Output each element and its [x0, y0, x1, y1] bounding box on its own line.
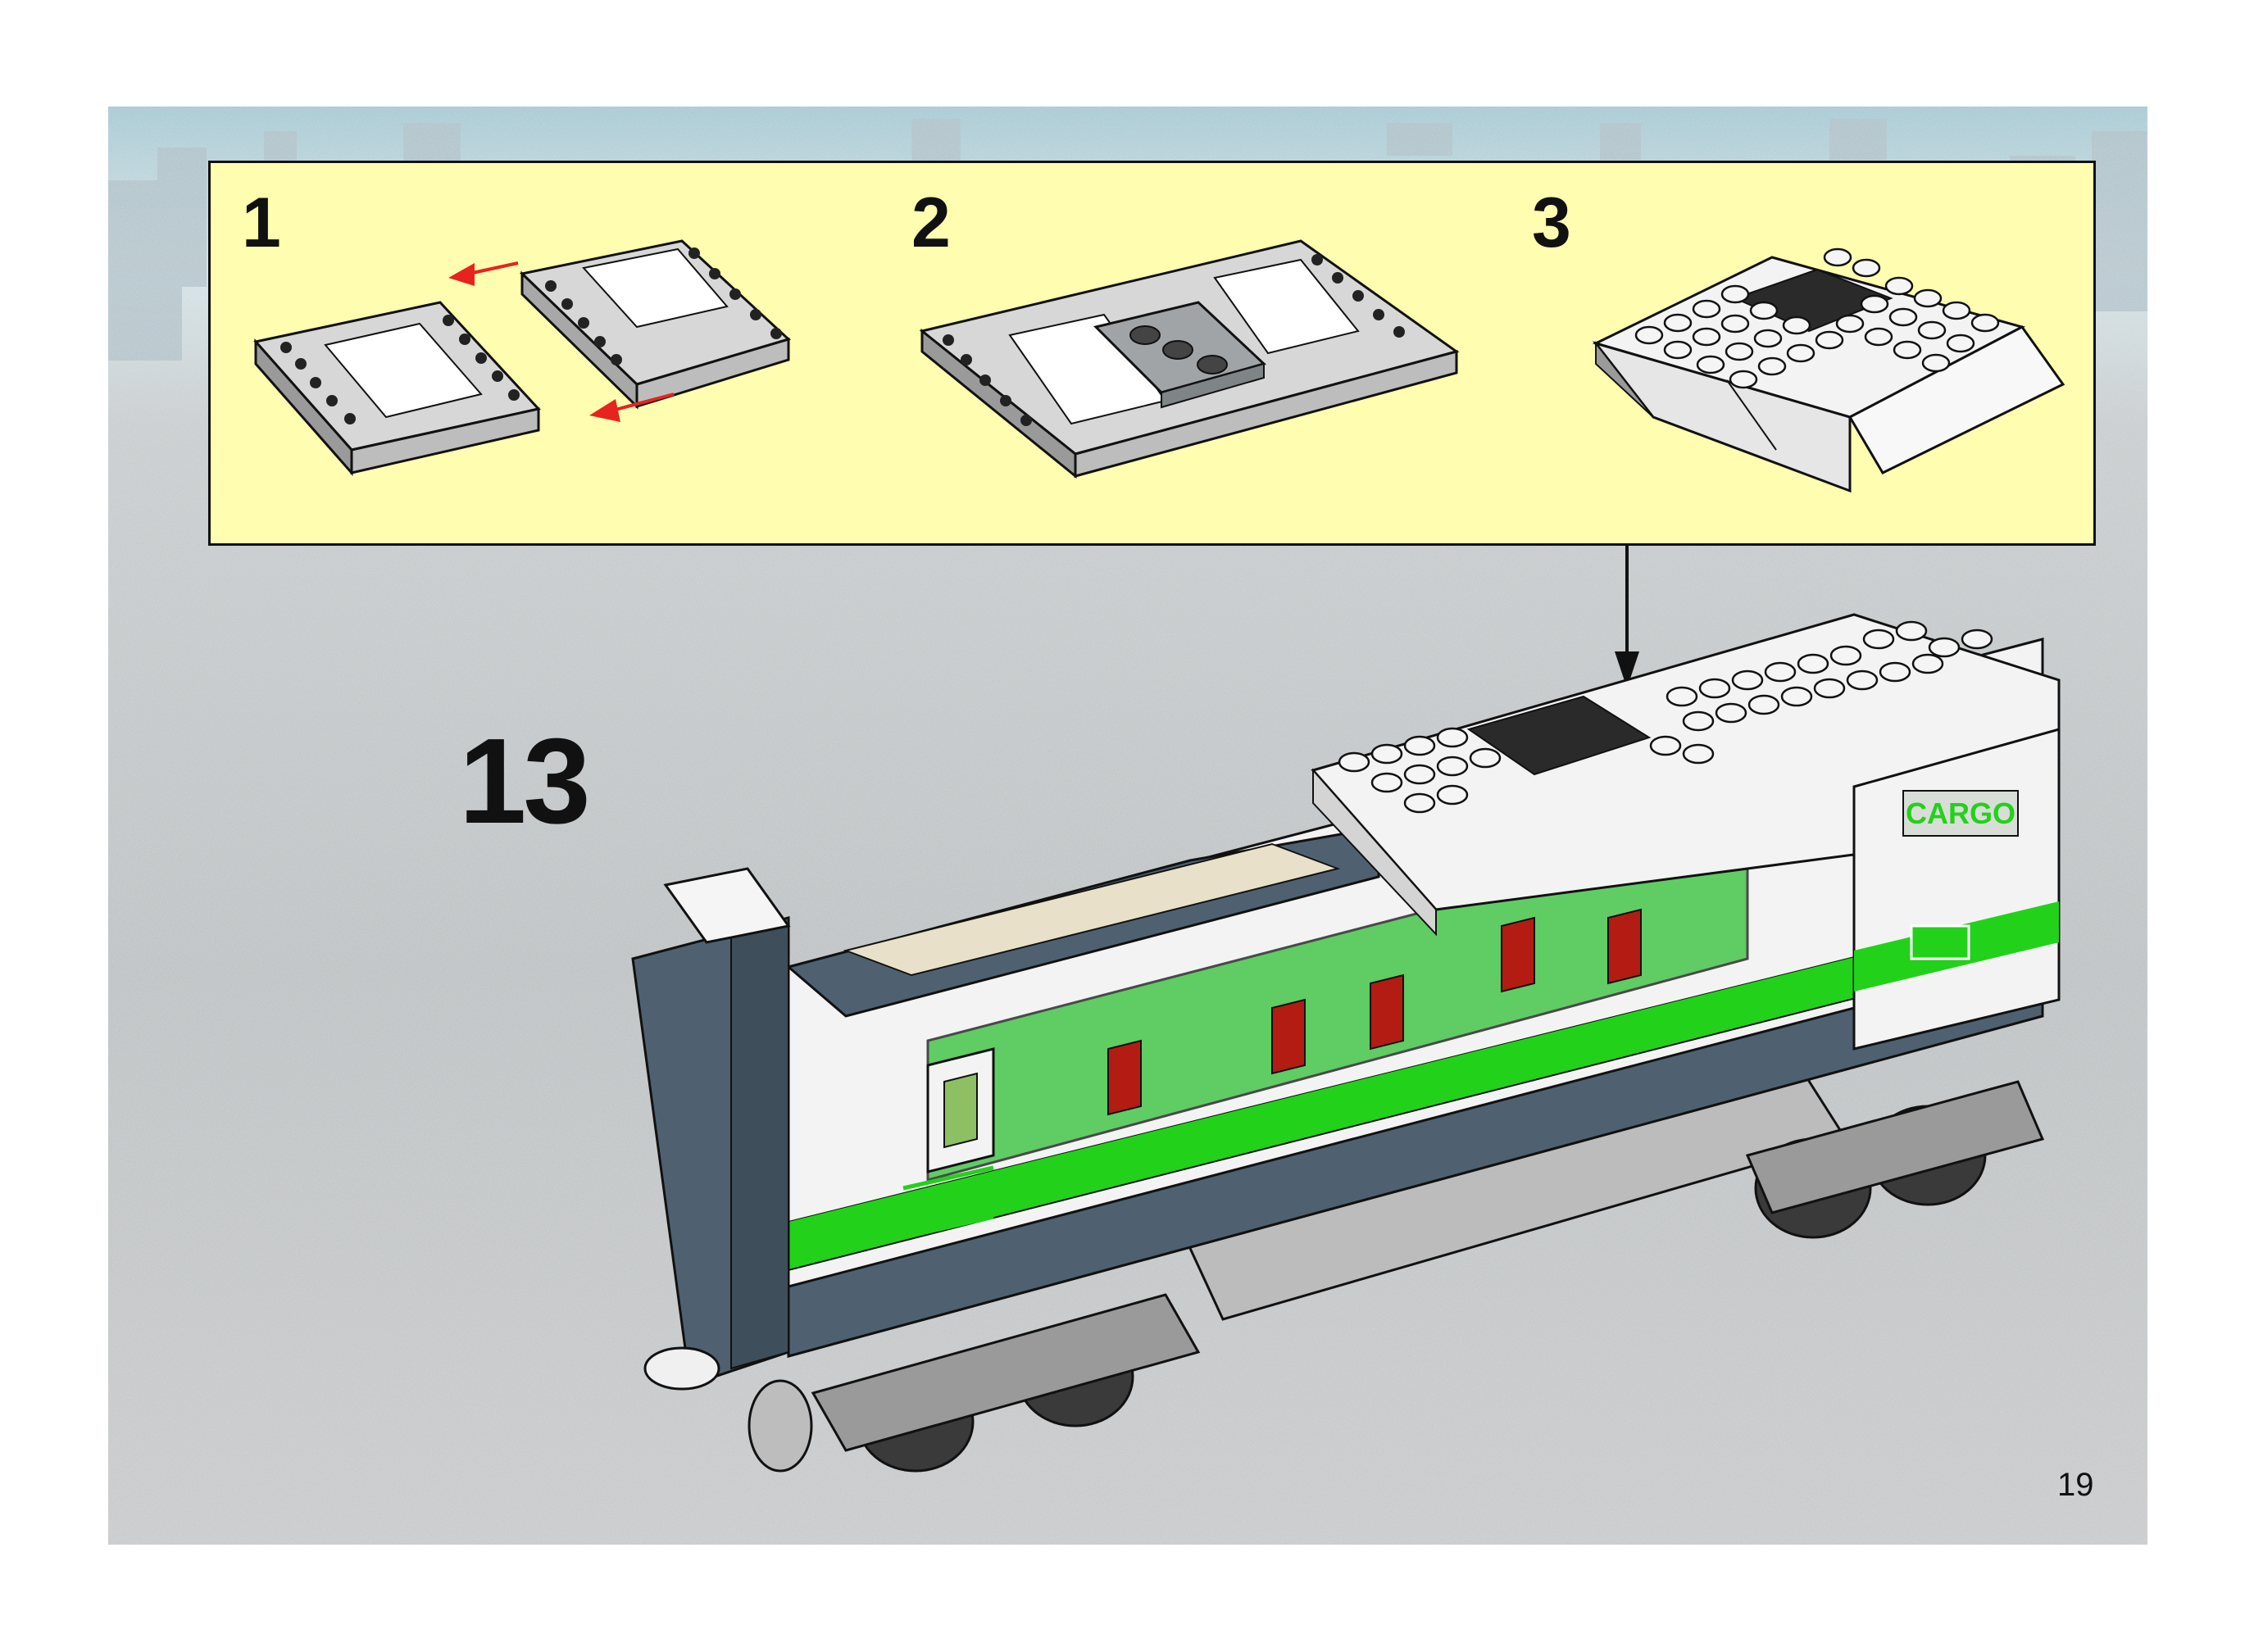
- logo-icon: [1911, 926, 1969, 959]
- cargo-badge-text: CARGO: [1906, 796, 2015, 830]
- page-number: 19: [2057, 1467, 2094, 1504]
- instruction-page: 1 2 3: [108, 107, 2147, 1545]
- train-car-illustration: CARGO: [108, 107, 2147, 1545]
